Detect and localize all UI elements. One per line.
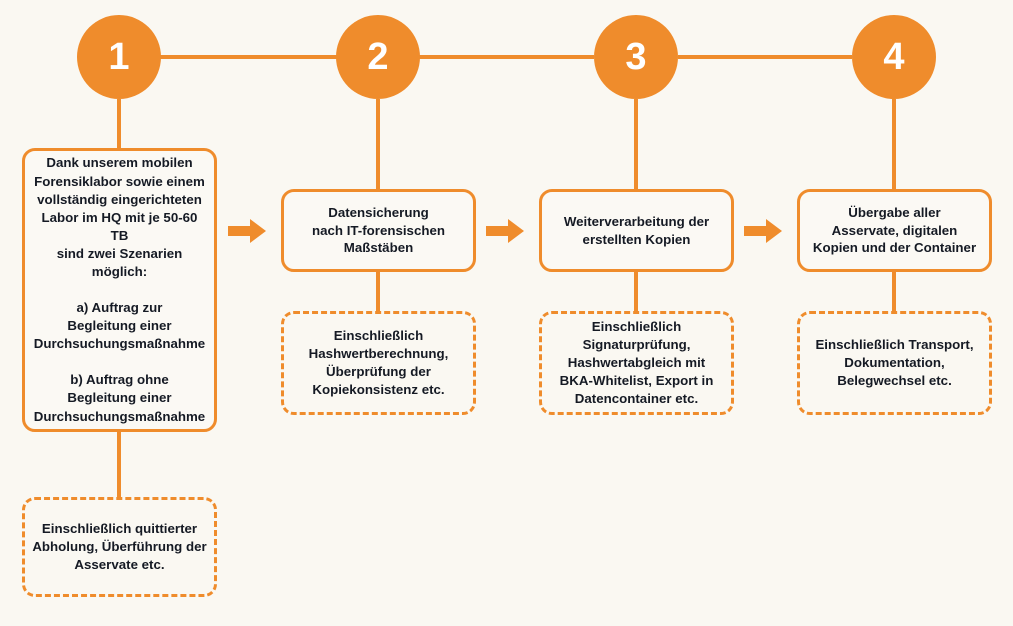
step-circle-3[interactable]: 3 bbox=[594, 15, 678, 99]
step-number-2: 2 bbox=[367, 36, 389, 78]
arrow-step3-to-step4 bbox=[744, 217, 784, 245]
step-number-3: 3 bbox=[625, 36, 647, 78]
step-circle-2[interactable]: 2 bbox=[336, 15, 420, 99]
step-box-2: Datensicherung nach IT-forensischen Maßs… bbox=[281, 189, 476, 272]
step-detail-3: Einschließlich Signaturprüfung, Hashwert… bbox=[539, 311, 734, 415]
step-number-4: 4 bbox=[883, 36, 905, 78]
step-detail-4: Einschließlich Transport, Dokumentation,… bbox=[797, 311, 992, 415]
step-number-1: 1 bbox=[108, 36, 130, 78]
step-circle-4[interactable]: 4 bbox=[852, 15, 936, 99]
step-detail-2: Einschließlich Hashwertberechnung, Überp… bbox=[281, 311, 476, 415]
step-box-4: Übergabe aller Asservate, digitalen Kopi… bbox=[797, 189, 992, 272]
step-box-3: Weiterverarbeitung der erstellten Kopien bbox=[539, 189, 734, 272]
step-circle-1[interactable]: 1 bbox=[77, 15, 161, 99]
arrow-step2-to-step3 bbox=[486, 217, 526, 245]
arrow-step1-to-step2 bbox=[228, 217, 268, 245]
step-box-1: Dank unserem mobilen Forensiklabor sowie… bbox=[22, 148, 217, 432]
step-detail-1: Einschließlich quittierter Abholung, Übe… bbox=[22, 497, 217, 597]
